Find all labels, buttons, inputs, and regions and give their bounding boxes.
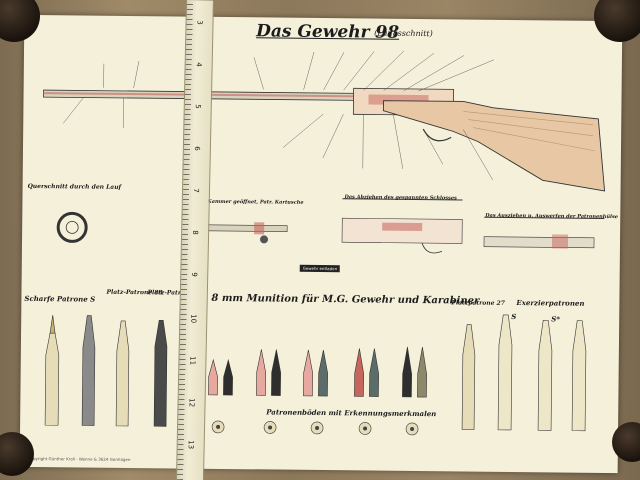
ruler-mark: 6 (192, 146, 201, 151)
corner-weight-top-right (594, 0, 640, 42)
corner-weight-bottom-left (0, 432, 34, 476)
ruler-mark: 11 (188, 356, 197, 366)
ruler-mark: 3 (195, 20, 204, 25)
ruler-mark: 10 (189, 314, 198, 324)
poster-footer: Copyright Günther Kroll · Wanne & 3624 I… (27, 455, 131, 463)
ruler-mark: 7 (191, 188, 201, 193)
poster: Das Gewehr 98 (Längsschnitt) (19, 14, 623, 474)
cartridge-illustrations (44, 314, 587, 436)
ruler-mark: 5 (193, 104, 202, 109)
ruler-mark: 13 (186, 440, 195, 450)
ruler-mark: 9 (190, 272, 199, 277)
rifle-diagram (43, 50, 606, 254)
corner-weight-bottom-right (612, 422, 640, 462)
ruler-mark: 12 (187, 398, 196, 408)
ruler-mark: 8 (191, 230, 200, 235)
ruler-mark: 4 (194, 62, 203, 67)
